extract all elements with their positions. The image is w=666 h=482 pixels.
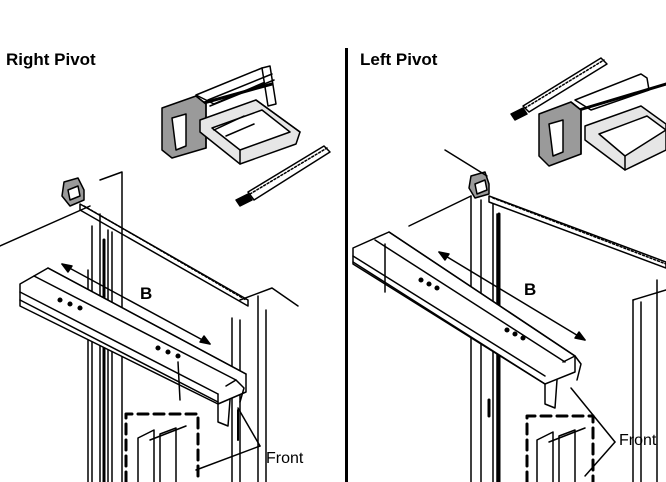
dimension-line-b [438, 251, 586, 341]
dimension-label-b: B [524, 280, 537, 299]
front-callout-leaders [195, 407, 261, 471]
panel-divider [345, 48, 348, 482]
ribbed-strip [488, 195, 666, 269]
header-rail [352, 231, 582, 409]
hacksaw-icon [538, 73, 666, 167]
cut-strip-piece-icon [510, 57, 608, 121]
hinge-dashed-outline [525, 414, 595, 482]
panel-title-left-pivot: Left Pivot [360, 50, 438, 69]
tape-measure-icon [61, 177, 85, 207]
right-pivot-panel: Right Pivot [0, 50, 331, 482]
hinge-dashed-outline [124, 412, 200, 482]
miter-box-icon [199, 99, 301, 165]
cut-strip-piece-icon [235, 145, 331, 207]
tape-measure-icon [468, 171, 490, 199]
dimension-label-b: B [140, 284, 153, 303]
hacksaw-icon [161, 65, 277, 159]
front-label: Front [266, 450, 304, 467]
miter-box-icon [584, 105, 666, 171]
header-rail [19, 267, 247, 427]
right-pivot-illustration [0, 65, 331, 482]
cabinet-outline [0, 171, 299, 482]
dimension-line-b [61, 263, 211, 345]
panel-title-right-pivot: Right Pivot [6, 50, 96, 69]
left-pivot-panel: Left Pivot [349, 0, 666, 482]
left-pivot-illustration [352, 57, 666, 482]
front-label: Front [619, 432, 657, 449]
